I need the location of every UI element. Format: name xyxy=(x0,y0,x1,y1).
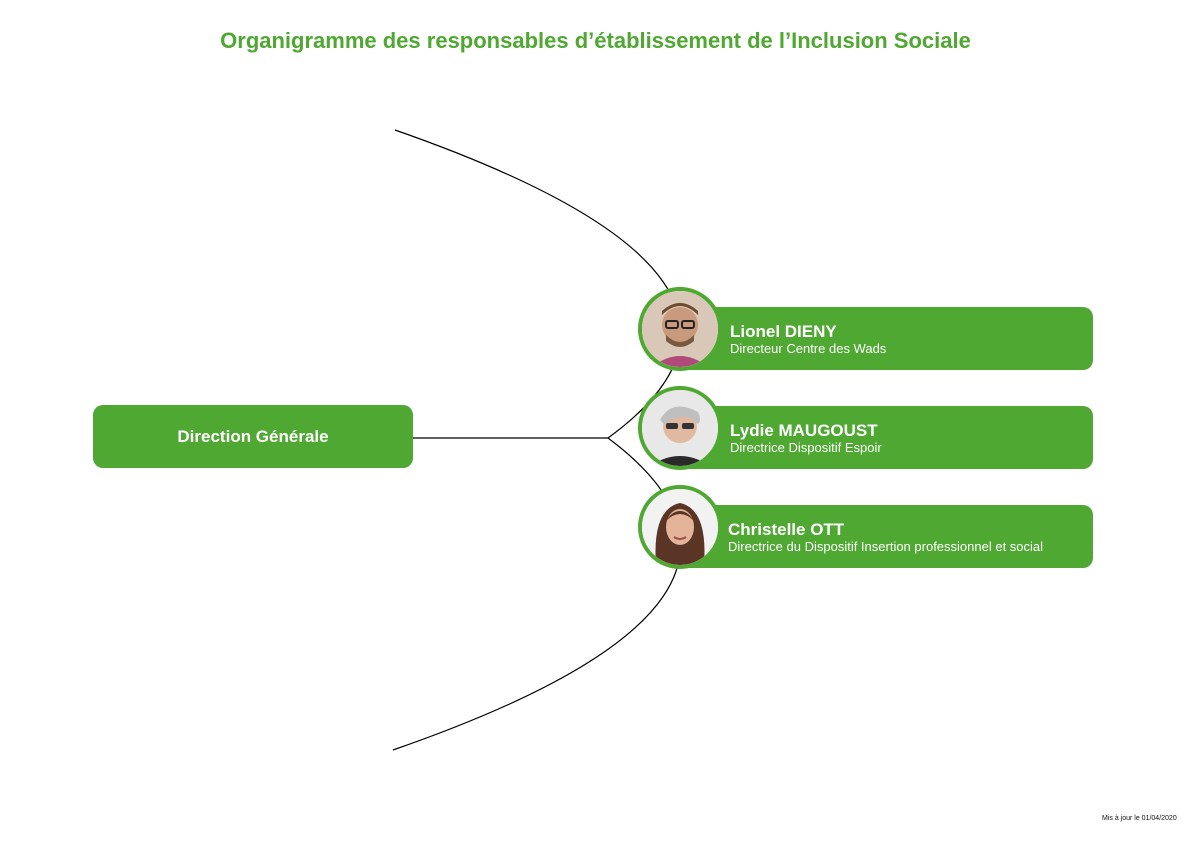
portrait-photo xyxy=(638,287,722,371)
direction-generale-label: Direction Générale xyxy=(177,426,329,446)
person-role: Directrice Dispositif Espoir xyxy=(730,440,882,455)
person-text: Lydie MAUGOUST Directrice Dispositif Esp… xyxy=(730,421,882,456)
person-card: Lydie MAUGOUST Directrice Dispositif Esp… xyxy=(638,386,1098,470)
person-card: Lionel DIENY Directeur Centre des Wads xyxy=(638,287,1098,371)
person-card: Christelle OTT Directrice du Dispositif … xyxy=(638,485,1098,569)
person-role: Directrice du Dispositif Insertion profe… xyxy=(728,539,1044,554)
person-text: Christelle OTT Directrice du Dispositif … xyxy=(728,520,1043,555)
person-bar xyxy=(678,406,1093,469)
page-title: Organigramme des responsables d’établiss… xyxy=(220,28,971,53)
update-note: Mis à jour le 01/04/2020 xyxy=(1102,815,1177,822)
direction-generale-box: Direction Générale xyxy=(93,405,413,468)
portrait-photo xyxy=(638,386,722,470)
person-name: Lydie MAUGOUST xyxy=(730,421,878,440)
person-bar xyxy=(678,307,1093,370)
person-text: Lionel DIENY Directeur Centre des Wads xyxy=(730,322,886,357)
person-role: Directeur Centre des Wads xyxy=(730,341,887,356)
portrait-photo xyxy=(638,485,722,569)
person-name: Lionel DIENY xyxy=(730,322,837,341)
person-name: Christelle OTT xyxy=(728,520,845,539)
person-bar xyxy=(678,505,1093,568)
